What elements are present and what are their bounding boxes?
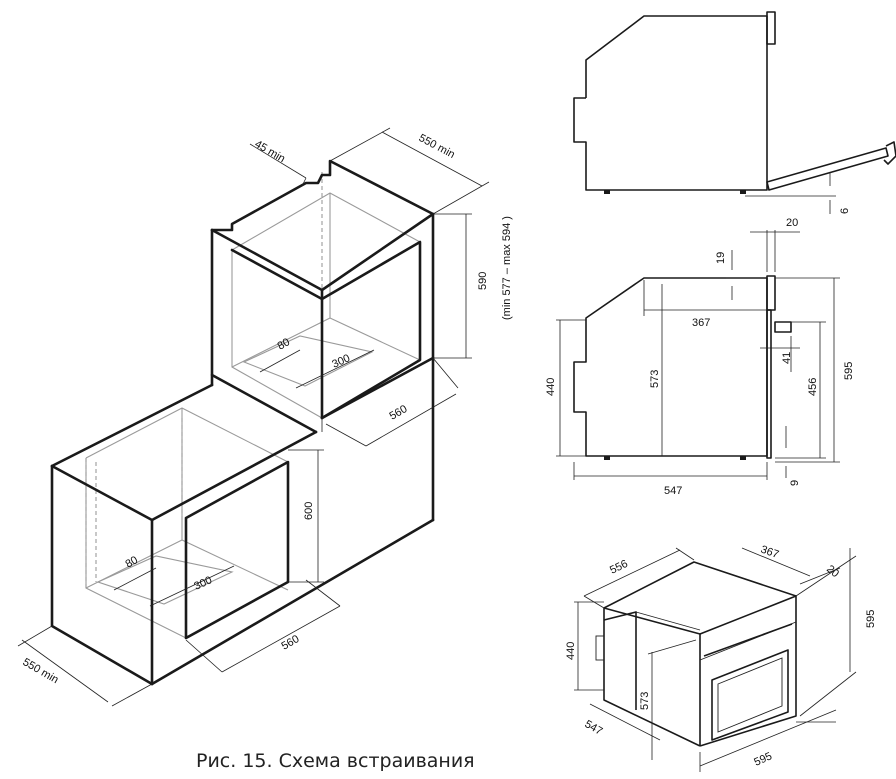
- lower-dimension-lines: [17, 449, 341, 707]
- cabinet-isometric: 45 min 550 min 590 (min 577 – max 594 ) …: [17, 127, 513, 707]
- lower-niche-frame: [50, 373, 435, 686]
- label-lower-width: 560: [280, 633, 302, 653]
- label-upper-vent-width: 300: [330, 352, 352, 370]
- label-height-456: 456: [807, 378, 819, 396]
- label-door-drop: 6: [839, 208, 851, 214]
- label-upper-range: (min 577 – max 594 ): [501, 216, 513, 320]
- label-depth-547: 547: [664, 485, 682, 497]
- label-upper-height: 590: [477, 272, 489, 290]
- label-upper-gap: 45 min: [253, 138, 288, 165]
- label-iso-width-595: 595: [752, 750, 774, 768]
- side2-foot-back: [740, 456, 746, 460]
- label-lower-depth: 550 min: [21, 656, 61, 686]
- upper-niche-inner: [231, 172, 421, 419]
- side-foot-back: [740, 190, 746, 194]
- label-iso-height-440: 440: [565, 642, 577, 660]
- oven-isometric: 556 367 20 595 440 573 547 595: [565, 544, 877, 772]
- label-control-41: 41: [781, 352, 793, 364]
- label-iso-depth-556: 556: [608, 558, 630, 577]
- label-height-440: 440: [545, 378, 557, 396]
- label-upper-width: 560: [388, 403, 410, 423]
- label-iso-height-595: 595: [865, 610, 877, 628]
- label-height-595: 595: [843, 362, 855, 380]
- upper-dimension-lines: [249, 127, 490, 447]
- figure-caption: Рис. 15. Схема встраивания: [196, 750, 475, 772]
- label-depth-367: 367: [692, 317, 710, 329]
- label-upper-depth: 550 min: [417, 132, 457, 161]
- side2-foot-front: [604, 456, 610, 460]
- label-lower-height: 600: [303, 502, 315, 520]
- label-bottom-gap: 9: [789, 480, 801, 486]
- side-foot-front: [604, 190, 610, 194]
- label-lower-vent-depth: 80: [124, 554, 141, 571]
- label-upper-vent-depth: 80: [276, 336, 293, 353]
- label-front-thickness: 20: [786, 217, 798, 229]
- lower-niche-inner: [85, 407, 289, 639]
- label-iso-height-573: 573: [639, 692, 651, 710]
- label-height-573: 573: [649, 370, 661, 388]
- label-iso-depth-547: 547: [583, 718, 605, 738]
- side-view-door-open: 6: [573, 11, 896, 214]
- side-view-dimensions: 20 19 367 573 440 41 456 595 9: [545, 217, 855, 497]
- label-iso-depth-367: 367: [759, 544, 780, 562]
- label-top-gap: 19: [715, 252, 727, 264]
